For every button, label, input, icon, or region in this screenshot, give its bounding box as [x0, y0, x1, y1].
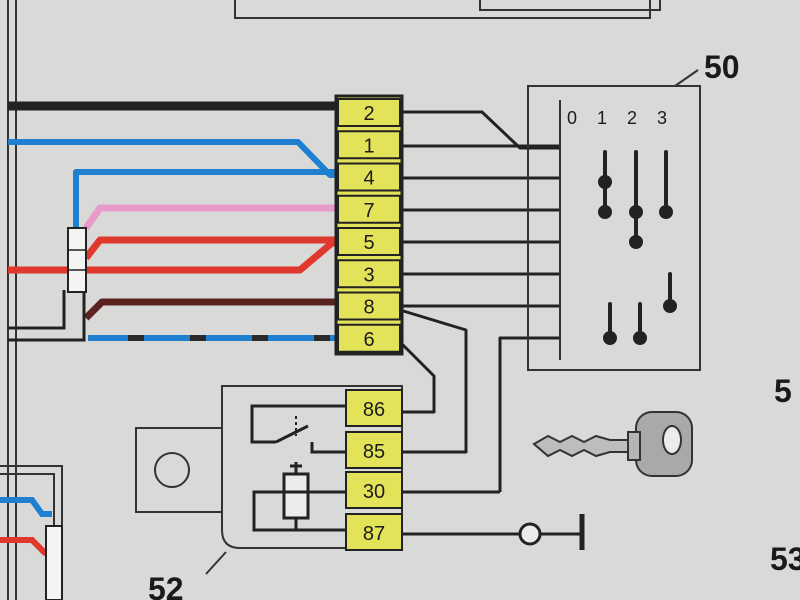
connector-pin-label: 4 — [363, 168, 374, 190]
wires-connector-to-switch — [400, 110, 560, 494]
key-icon — [532, 411, 693, 477]
relay-coil-icon — [252, 462, 346, 532]
partial-diagram-bottom-left — [0, 465, 63, 600]
relay: 86 85 30 87 — [135, 385, 403, 575]
connector-pin-label: 1 — [363, 135, 374, 157]
connector-pin-cell — [337, 323, 401, 353]
relay-pin-cell — [345, 389, 403, 427]
connector-pin-label: 2 — [363, 103, 374, 125]
relay-pin-label: 87 — [363, 523, 385, 545]
wire-pink-pin7 — [83, 204, 338, 231]
connector-pin-cell — [337, 291, 401, 321]
margin-label-2: 53 — [770, 541, 800, 577]
relay-ref-label: 52 — [148, 571, 184, 600]
relay-pin-label: 30 — [363, 481, 385, 503]
connector-pin-cell — [337, 259, 401, 289]
switch-ref-label: 50 — [704, 49, 740, 85]
switch-position-label: 1 — [597, 108, 607, 128]
connector-pin-label: 3 — [363, 264, 374, 286]
connector-pin-cell — [337, 98, 401, 127]
switch-position-label: 2 — [627, 108, 637, 128]
ground-terminal-icon — [402, 514, 585, 550]
connector-block: 2 1 4 7 5 3 8 6 — [334, 94, 404, 356]
connector-pin-cell — [337, 130, 401, 160]
junction-connector — [8, 227, 87, 342]
margin-label-1: 5 — [774, 373, 792, 409]
connector-pin-cell — [337, 194, 401, 224]
connector-pin-label: 6 — [363, 329, 374, 351]
wire-blue-pin4 — [8, 139, 338, 240]
connector-pin-cell — [337, 162, 401, 192]
connector-pin-label: 7 — [363, 200, 374, 222]
relay-pin-cell — [345, 431, 403, 469]
relay-pin-label: 85 — [363, 441, 385, 463]
switch-position-label: 3 — [657, 108, 667, 128]
relay-pin-cell — [345, 513, 403, 551]
relay-pin-cell — [345, 471, 403, 509]
wire-brown-pin8 — [83, 298, 338, 321]
connector-pin-label: 5 — [363, 232, 374, 254]
relay-pin-label: 86 — [363, 399, 385, 421]
connector-pin-cell — [337, 227, 401, 256]
wires-connector-to-relay — [398, 308, 468, 454]
wire-red-pin5 — [8, 236, 338, 274]
switch-position-label: 0 — [567, 108, 577, 128]
relay-contact-icon — [250, 404, 346, 454]
connector-pin-label: 8 — [363, 297, 374, 319]
switch-contacts — [598, 150, 677, 345]
